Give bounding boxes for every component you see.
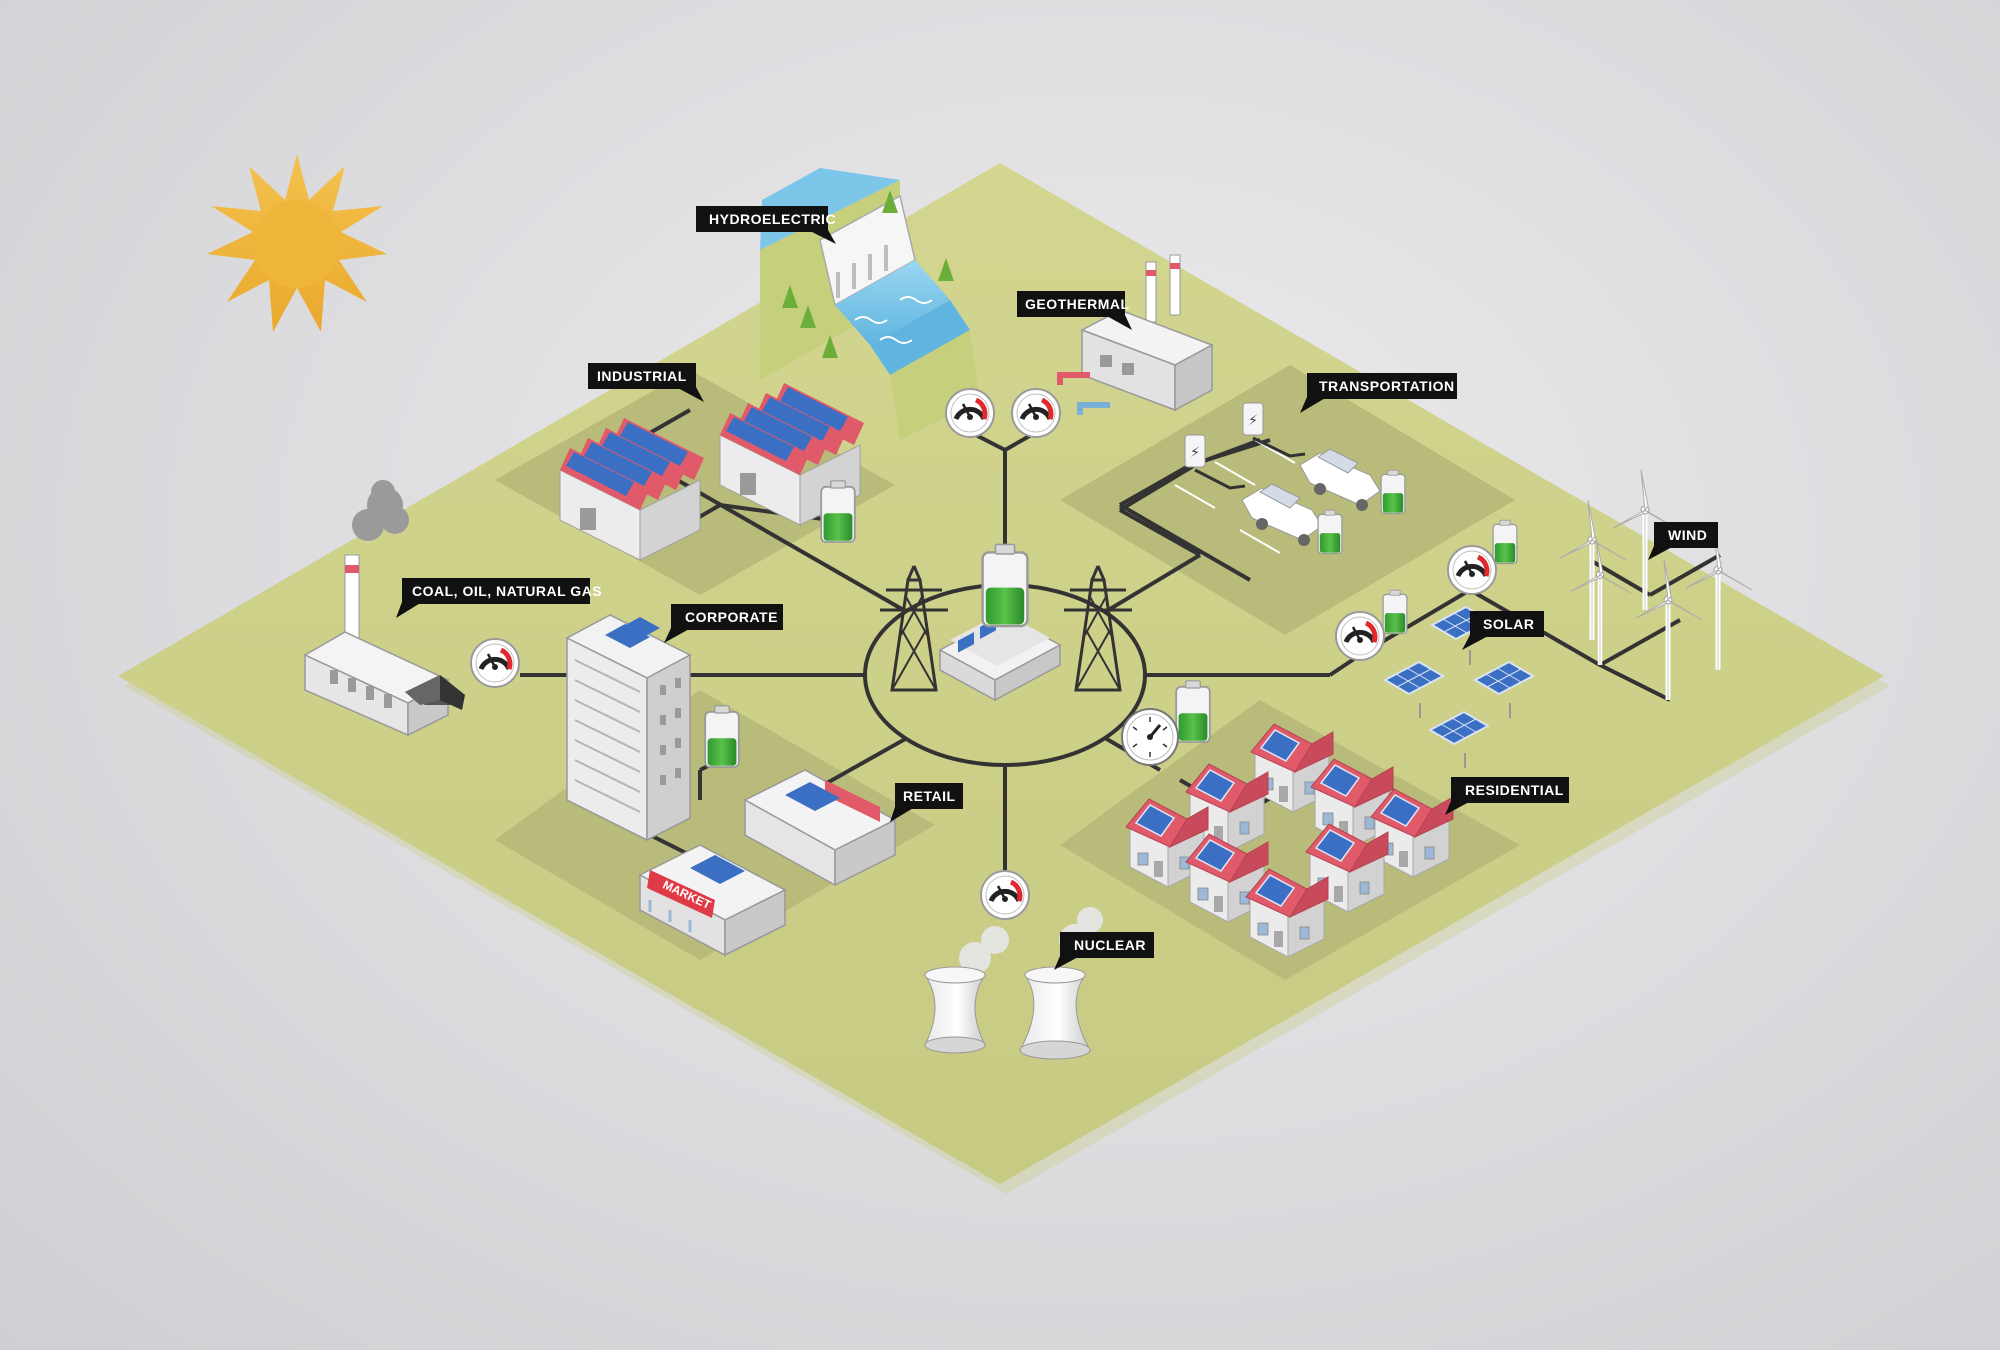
label-wind: WIND: [1648, 522, 1718, 560]
gauge-icon: [1448, 546, 1496, 594]
industrial-battery: [821, 481, 855, 542]
svg-text:HYDROELECTRIC: HYDROELECTRIC: [709, 211, 836, 227]
corporate-battery: [705, 706, 739, 767]
clock-meter-icon: [1122, 709, 1178, 765]
gauge-icon: [946, 389, 994, 437]
solar-battery-2: [1493, 520, 1517, 563]
central-battery: [983, 544, 1028, 626]
corporate-tower: [567, 615, 690, 840]
transportation-battery-2: [1381, 470, 1405, 513]
svg-text:⚡: ⚡: [1190, 445, 1200, 461]
svg-text:RESIDENTIAL: RESIDENTIAL: [1465, 782, 1564, 798]
gauge-icon: [471, 639, 519, 687]
svg-text:⚡: ⚡: [1248, 413, 1258, 429]
residential-battery: [1176, 681, 1210, 742]
svg-text:INDUSTRIAL: INDUSTRIAL: [597, 368, 687, 384]
gauge-icon: [1012, 389, 1060, 437]
svg-text:COAL, OIL, NATURAL GAS: COAL, OIL, NATURAL GAS: [412, 583, 602, 599]
svg-text:CORPORATE: CORPORATE: [685, 609, 778, 625]
charging-station-icon: ⚡: [1185, 435, 1205, 467]
gauge-icon: [981, 871, 1029, 919]
svg-text:TRANSPORTATION: TRANSPORTATION: [1319, 378, 1455, 394]
svg-text:WIND: WIND: [1668, 527, 1707, 543]
svg-text:RETAIL: RETAIL: [903, 788, 956, 804]
charging-station-icon: ⚡: [1243, 403, 1263, 435]
svg-text:GEOTHERMAL: GEOTHERMAL: [1025, 296, 1130, 312]
transportation-battery-1: [1318, 510, 1342, 553]
sun-icon: [207, 154, 387, 332]
solar-battery-1: [1383, 590, 1407, 633]
svg-text:NUCLEAR: NUCLEAR: [1074, 937, 1146, 953]
gauge-icon: [1336, 612, 1384, 660]
svg-text:SOLAR: SOLAR: [1483, 616, 1535, 632]
